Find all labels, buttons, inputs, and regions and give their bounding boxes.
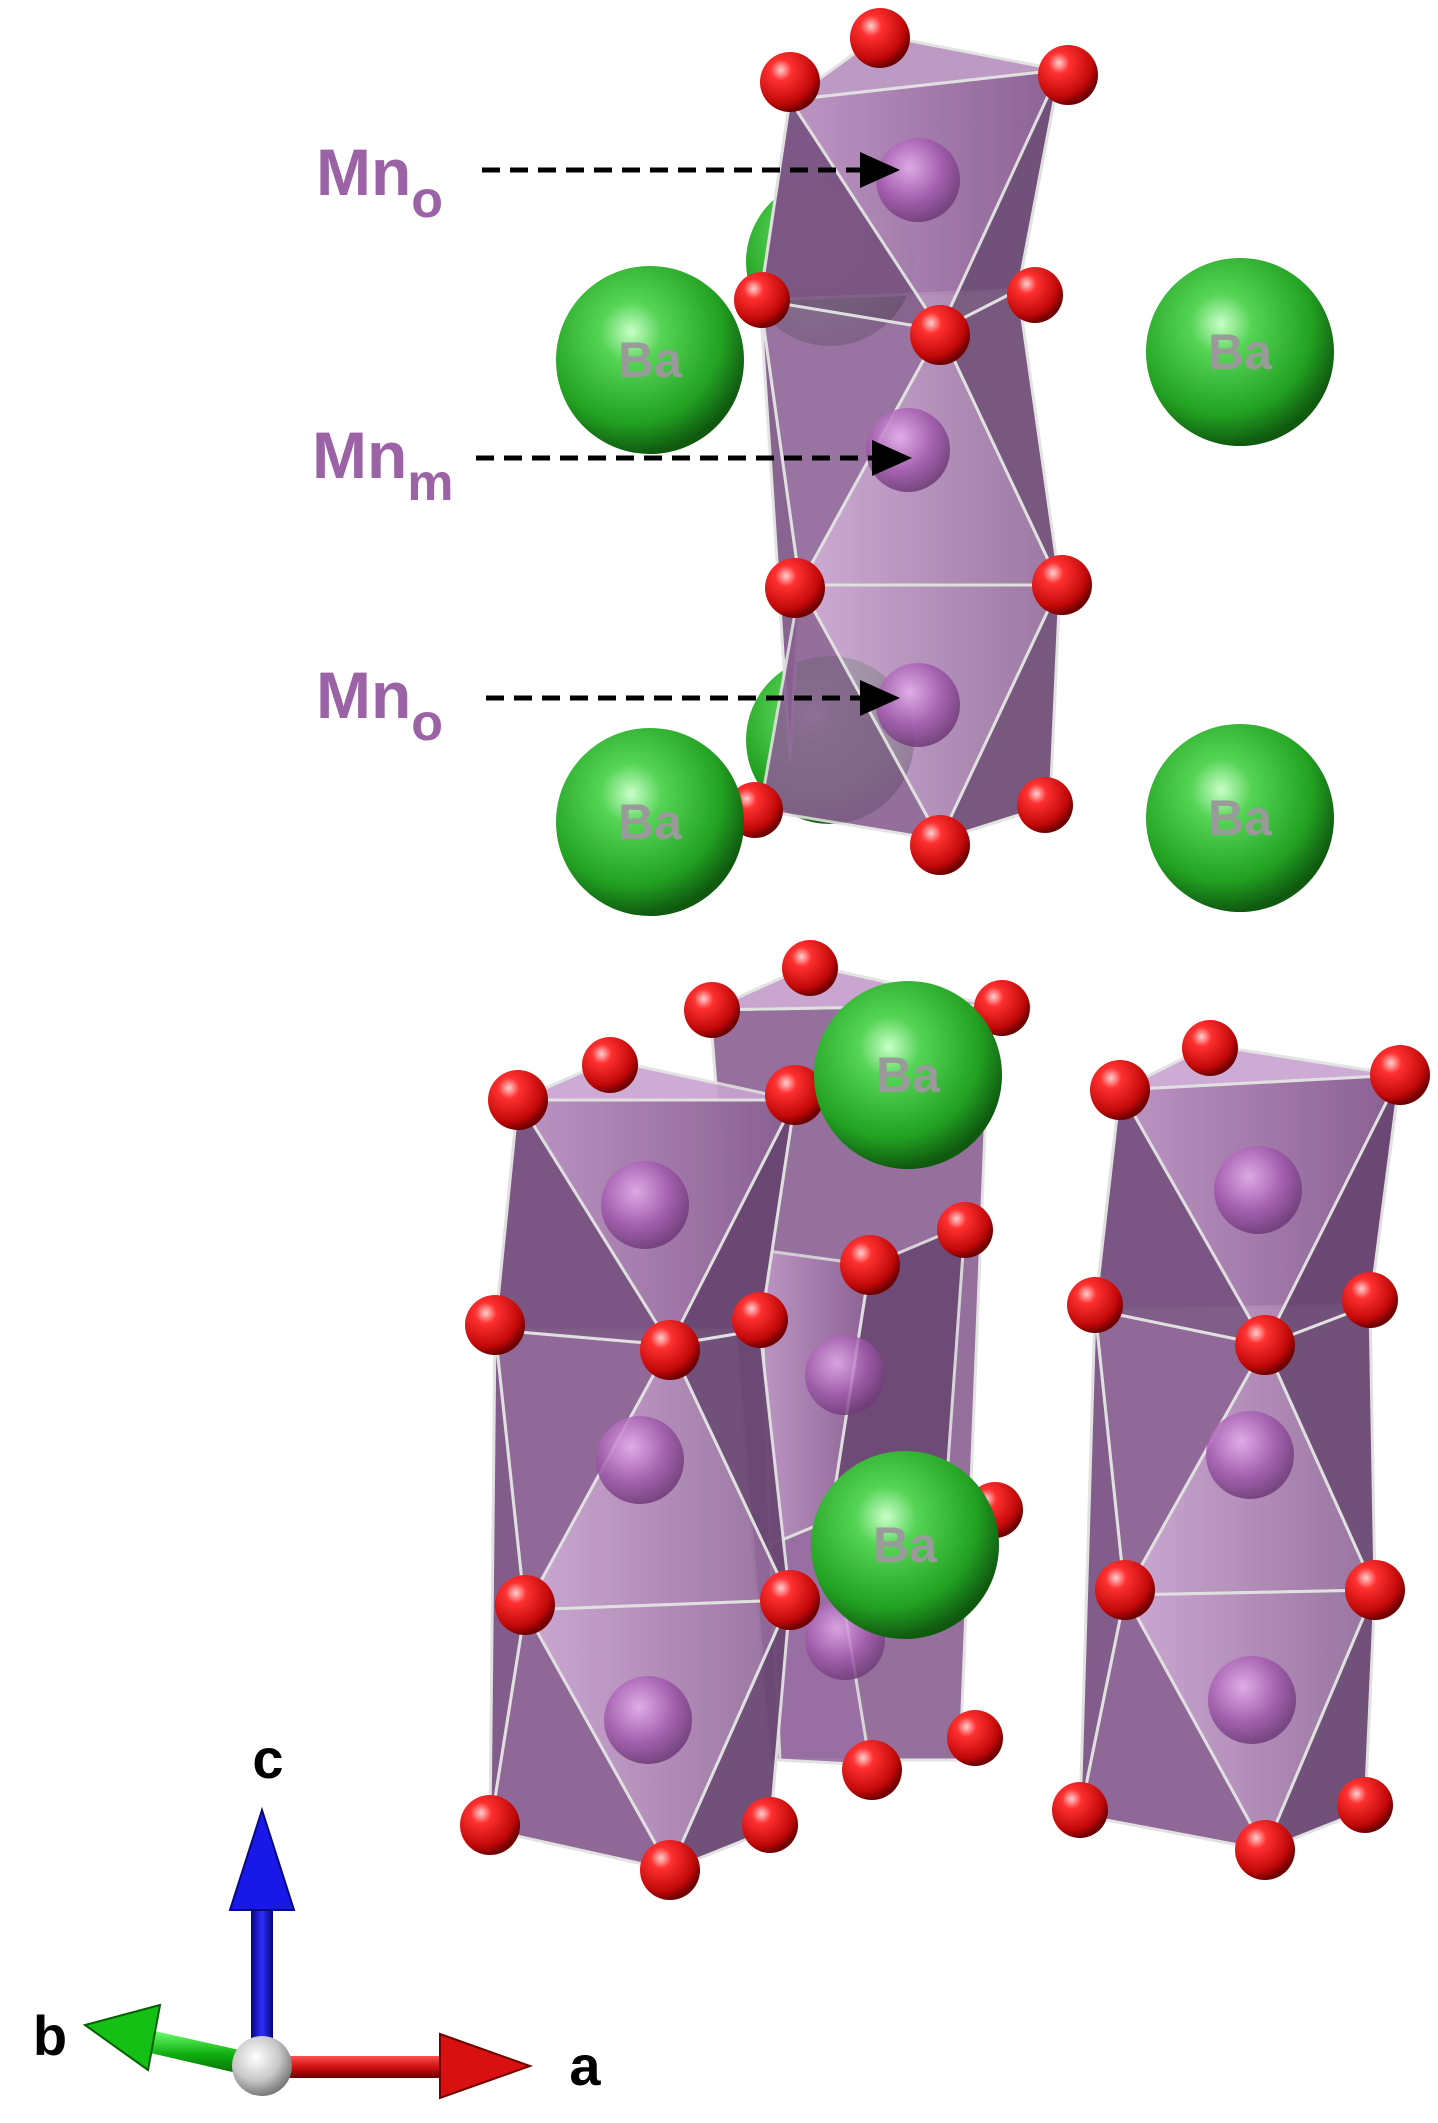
a-axis-shaft [262,2056,452,2078]
oxygen-atom [760,52,820,112]
oxygen-atom [732,1292,788,1348]
ba-atom [811,1451,999,1639]
oxygen-atom [582,1037,638,1093]
bottom-structure: Ba Ba [460,940,1430,1900]
oxygen-atom [640,1320,700,1380]
ba-atom [1146,258,1334,446]
b-axis-arrowhead-icon [82,2003,162,2072]
oxygen-atom [947,1710,1003,1766]
oxygen-atom [488,1070,548,1130]
mn-site-label-top: Mno [316,135,900,229]
ba-label: Ba [618,794,683,850]
oxygen-atom [910,305,970,365]
mn-label-subscript: o [411,171,443,229]
ba-label: Ba [1208,324,1273,380]
oxygen-atom [640,1840,700,1900]
oxygen-atom [1345,1560,1405,1620]
oxygen-atom [974,980,1030,1036]
oxygen-atoms [460,940,1430,1900]
svg-text:Mno: Mno [316,658,443,752]
oxygen-atom [765,558,825,618]
ba-atom [1146,724,1334,912]
oxygen-atom [1007,267,1063,323]
ba-label: Ba [618,332,683,388]
b-axis-label: b [33,2004,67,2067]
oxygen-atom [495,1575,555,1635]
oxygen-atom [850,8,910,68]
arrowhead-icon [860,680,900,716]
oxygen-atom [910,815,970,875]
ba-label: Ba [876,1047,941,1103]
ba-atom [556,728,744,916]
top-structure: Ba Ba Ba Ba Mno Mnm Mno [312,8,1334,916]
oxygen-atom [1182,1020,1238,1076]
oxygen-atom [1017,777,1073,833]
mn-atom [876,138,960,222]
mn-site-label-bottom: Mno [316,658,900,752]
oxygen-atom [840,1235,900,1295]
ba-label: Ba [873,1517,938,1573]
mn-label-subscript: o [411,694,443,752]
oxygen-atom [782,940,838,996]
mn-atom [866,408,950,492]
oxygen-atom [1235,1820,1295,1880]
oxygen-atom [1235,1315,1295,1375]
oxygen-atom [734,272,790,328]
oxygen-atom [1052,1782,1108,1838]
oxygen-atom [1067,1277,1123,1333]
mn-atom [1206,1411,1294,1499]
oxygen-atom [1342,1272,1398,1328]
oxygen-atom [765,1065,825,1125]
ba-atom [814,981,1002,1169]
arrowhead-icon [872,440,912,476]
mn-label-main: Mn [316,135,411,209]
oxygen-atom [760,1570,820,1630]
oxygen-atom [1337,1777,1393,1833]
mn-atom [601,1161,689,1249]
ba-atom [556,266,744,454]
axis-indicator: c a b [33,1727,601,2100]
oxygen-atom [684,982,740,1038]
origin-sphere [232,2036,292,2096]
oxygen-atom [1095,1560,1155,1620]
ba-label: Ba [1208,790,1273,846]
mn-atom [805,1335,885,1415]
mn-atom [1214,1146,1302,1234]
svg-text:Mnm: Mnm [312,418,454,512]
oxygen-atom [1370,1045,1430,1105]
mn-atom [876,663,960,747]
oxygen-atom [842,1740,902,1800]
c-axis-arrowhead-icon [228,1806,296,1911]
mn-label-main: Mn [312,418,407,492]
c-axis-label: c [252,1727,283,1790]
svg-text:Mno: Mno [316,135,443,229]
mn-label-subscript: m [407,454,453,512]
mn-atom [604,1676,692,1764]
a-axis-label: a [569,2034,601,2097]
oxygen-atom [742,1797,798,1853]
mn-atom [596,1416,684,1504]
mn-site-label-middle: Mnm [312,418,912,512]
oxygen-atom [1038,45,1098,105]
mn-label-main: Mn [316,658,411,732]
mn-atom [1208,1656,1296,1744]
oxygen-atom [465,1295,525,1355]
oxygen-atom [937,1202,993,1258]
oxygen-atom [1032,555,1092,615]
arrowhead-icon [860,152,900,188]
oxygen-atom [1090,1060,1150,1120]
a-axis-arrowhead-icon [439,2032,533,2100]
c-axis-shaft [251,1900,273,2070]
oxygen-atom [460,1795,520,1855]
oxygen-atoms [727,8,1098,875]
